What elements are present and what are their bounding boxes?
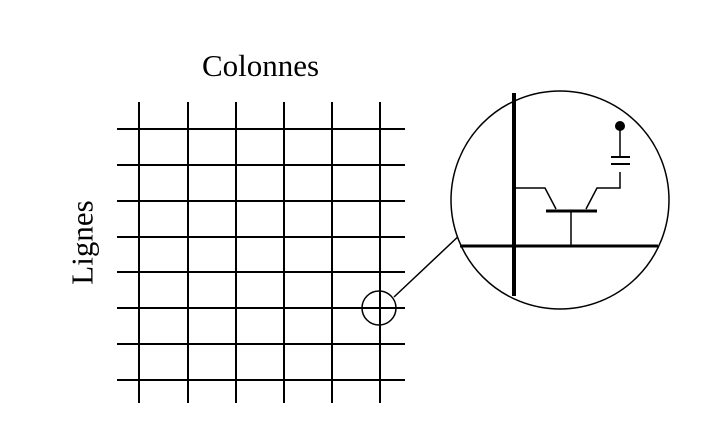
capacitor-terminal-dot [615,121,625,131]
magnified-cell-contents [460,93,658,296]
magnified-cell [450,90,670,310]
columns-label: Colonnes [202,48,320,83]
column-lines [138,102,381,403]
row-lines [117,128,405,381]
intersection-highlight [361,290,397,326]
rows-label: Lignes [64,200,100,285]
transistor-source-wire [514,187,557,210]
transistor-drain-wire [585,172,621,210]
zoom-connector [393,231,464,298]
